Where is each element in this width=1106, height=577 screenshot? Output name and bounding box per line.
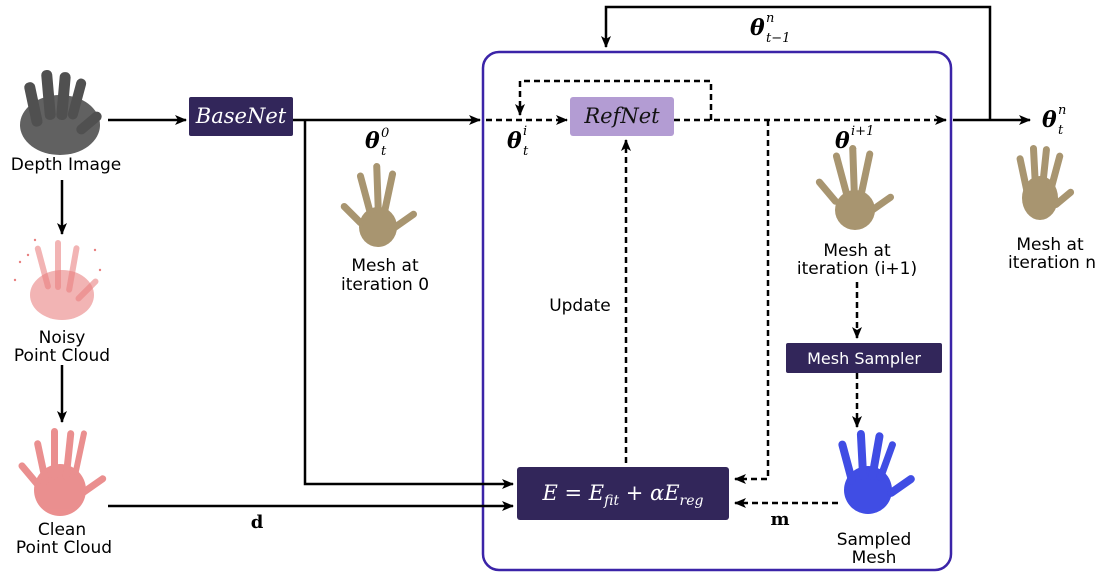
arrow-loop-back: [515, 79, 713, 120]
basenet-block: BaseNet: [189, 97, 293, 136]
svg-text:t−1: t−1: [766, 31, 790, 46]
depth-image-hand: [20, 69, 102, 155]
energy-reg-sub: reg: [680, 493, 704, 509]
mesh-hand-iteration-n: [1016, 145, 1075, 220]
refnet-block: RefNet: [570, 97, 674, 136]
arrow-feedback-previous-frame: [601, 5, 992, 120]
svg-text:θ: θ: [365, 128, 380, 154]
depth-image-label: Depth Image: [11, 155, 121, 175]
d-label: d: [251, 512, 264, 533]
mesh-iter-n-label-line1: Mesh at: [1016, 235, 1084, 255]
theta-0-symbol: θ t 0: [365, 126, 389, 159]
mesh-iter0-label-line2: iteration 0: [341, 275, 429, 295]
svg-text:i: i: [523, 124, 527, 139]
noisy-label-line1: Noisy: [39, 328, 86, 348]
mesh-hand-iteration-i1: [815, 144, 895, 230]
update-label: Update: [549, 296, 611, 316]
mesh-sampler-label: Mesh Sampler: [807, 349, 921, 368]
m-label: m: [770, 509, 789, 530]
sampled-mesh-label-line2: Mesh: [852, 548, 897, 568]
svg-text:t: t: [381, 144, 387, 159]
clean-label-line2: Point Cloud: [16, 538, 112, 558]
mesh-sampler-block: Mesh Sampler: [786, 343, 942, 373]
svg-text:n: n: [1058, 103, 1066, 118]
noisy-point-cloud-image: [13, 238, 102, 320]
arrow-basenet-to-energy: [303, 120, 514, 489]
svg-text:n: n: [766, 11, 774, 26]
theta-i1-symbol: θ t i+1: [835, 124, 874, 159]
energy-plus: + αE: [619, 481, 679, 505]
theta-n-symbol: θ t n: [1042, 103, 1066, 138]
energy-block: E = Efit + αEreg: [517, 467, 729, 520]
sampled-mesh-label-line1: Sampled: [837, 530, 912, 550]
mesh-iter-n-label-line2: iteration n: [1008, 253, 1096, 273]
clean-point-cloud-image: [18, 428, 107, 516]
mesh-hand-iteration-0: [340, 162, 418, 247]
svg-text:θ: θ: [750, 15, 765, 41]
clean-label-line1: Clean: [38, 520, 86, 540]
mesh-iter0-label-line1: Mesh at: [351, 256, 419, 276]
arrow-theta-to-energy: [734, 120, 770, 484]
mesh-iter-i1-label-line2: iteration (i+1): [797, 259, 917, 279]
energy-fit-sub: fit: [603, 493, 619, 509]
svg-text:θ: θ: [835, 128, 850, 154]
noisy-label-line2: Point Cloud: [14, 346, 110, 366]
refinement-loop-frame: [481, 50, 953, 572]
energy-lhs: E = E: [542, 481, 605, 505]
theta-i-symbol: θ t i: [507, 124, 529, 159]
theta-prev-symbol: θ t−1 n: [750, 11, 790, 46]
svg-text:E = Efit + αEreg: E = Efit + αEreg: [542, 481, 704, 509]
refnet-label: RefNet: [583, 104, 660, 128]
basenet-label: BaseNet: [195, 104, 287, 128]
mesh-iter-i1-label-line1: Mesh at: [823, 241, 891, 261]
svg-text:0: 0: [381, 126, 389, 141]
svg-text:t: t: [1058, 123, 1064, 138]
sampled-mesh-image: [838, 430, 915, 514]
svg-text:i+1: i+1: [851, 124, 874, 139]
svg-text:t: t: [523, 144, 529, 159]
svg-text:θ: θ: [507, 128, 522, 154]
svg-text:θ: θ: [1042, 107, 1057, 133]
